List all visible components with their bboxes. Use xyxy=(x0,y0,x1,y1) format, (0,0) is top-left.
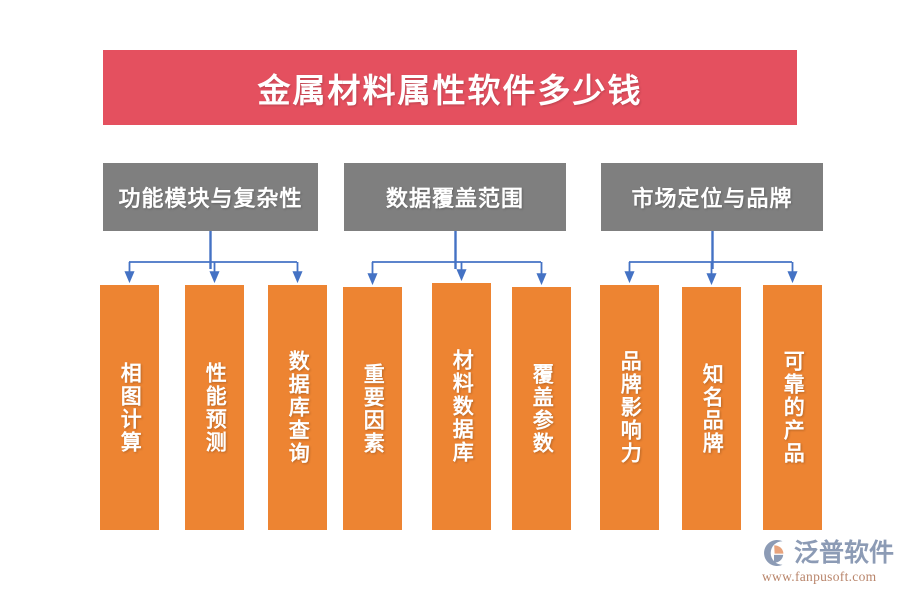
leaf-label-0: 相图计算 xyxy=(118,361,143,454)
leaf-label-7: 知名品牌 xyxy=(700,362,725,455)
leaf-label-3: 重要因素 xyxy=(361,362,386,455)
leaf-label-2: 数据库查询 xyxy=(286,350,311,465)
leaf-box-1[interactable]: 性能预测 xyxy=(185,285,244,530)
connector-group-2 xyxy=(624,231,798,286)
leaf-label-6: 品牌影响力 xyxy=(618,350,643,465)
leaf-box-0[interactable]: 相图计算 xyxy=(100,285,159,530)
title-banner: 金属材料属性软件多少钱 xyxy=(103,50,797,125)
brand-name: 泛普软件 xyxy=(794,539,895,567)
leaf-label-1: 性能预测 xyxy=(203,361,228,454)
leaf-box-8[interactable]: 可靠的产品 xyxy=(763,285,822,530)
category-label-0: 功能模块与复杂性 xyxy=(118,186,303,211)
page-title: 金属材料属性软件多少钱 xyxy=(257,73,643,110)
brand-row: 泛普软件 xyxy=(760,538,894,568)
leaf-box-5[interactable]: 覆盖参数 xyxy=(512,287,571,530)
connector-group-0 xyxy=(124,231,303,284)
leaf-label-5: 覆盖参数 xyxy=(530,362,555,455)
category-label-1: 数据覆盖范围 xyxy=(385,186,524,211)
category-label-2: 市场定位与品牌 xyxy=(631,186,793,211)
brand-logo[interactable]: 泛普软件 www.fanpusoft.com xyxy=(760,538,896,590)
category-box-0[interactable]: 功能模块与复杂性 xyxy=(103,163,318,231)
leaf-box-7[interactable]: 知名品牌 xyxy=(682,287,741,530)
leaf-box-6[interactable]: 品牌影响力 xyxy=(600,285,659,530)
leaf-box-3[interactable]: 重要因素 xyxy=(343,287,402,530)
category-box-1[interactable]: 数据覆盖范围 xyxy=(344,163,566,231)
leaf-label-8: 可靠的产品 xyxy=(781,350,806,465)
connector-group-1 xyxy=(367,231,547,286)
brand-url: www.fanpusoft.com xyxy=(762,569,877,584)
leaf-box-2[interactable]: 数据库查询 xyxy=(268,285,327,530)
category-box-2[interactable]: 市场定位与品牌 xyxy=(601,163,823,231)
swoosh-circle-icon xyxy=(764,540,784,566)
leaf-box-4[interactable]: 材料数据库 xyxy=(432,283,491,530)
leaf-label-4: 材料数据库 xyxy=(450,349,475,464)
